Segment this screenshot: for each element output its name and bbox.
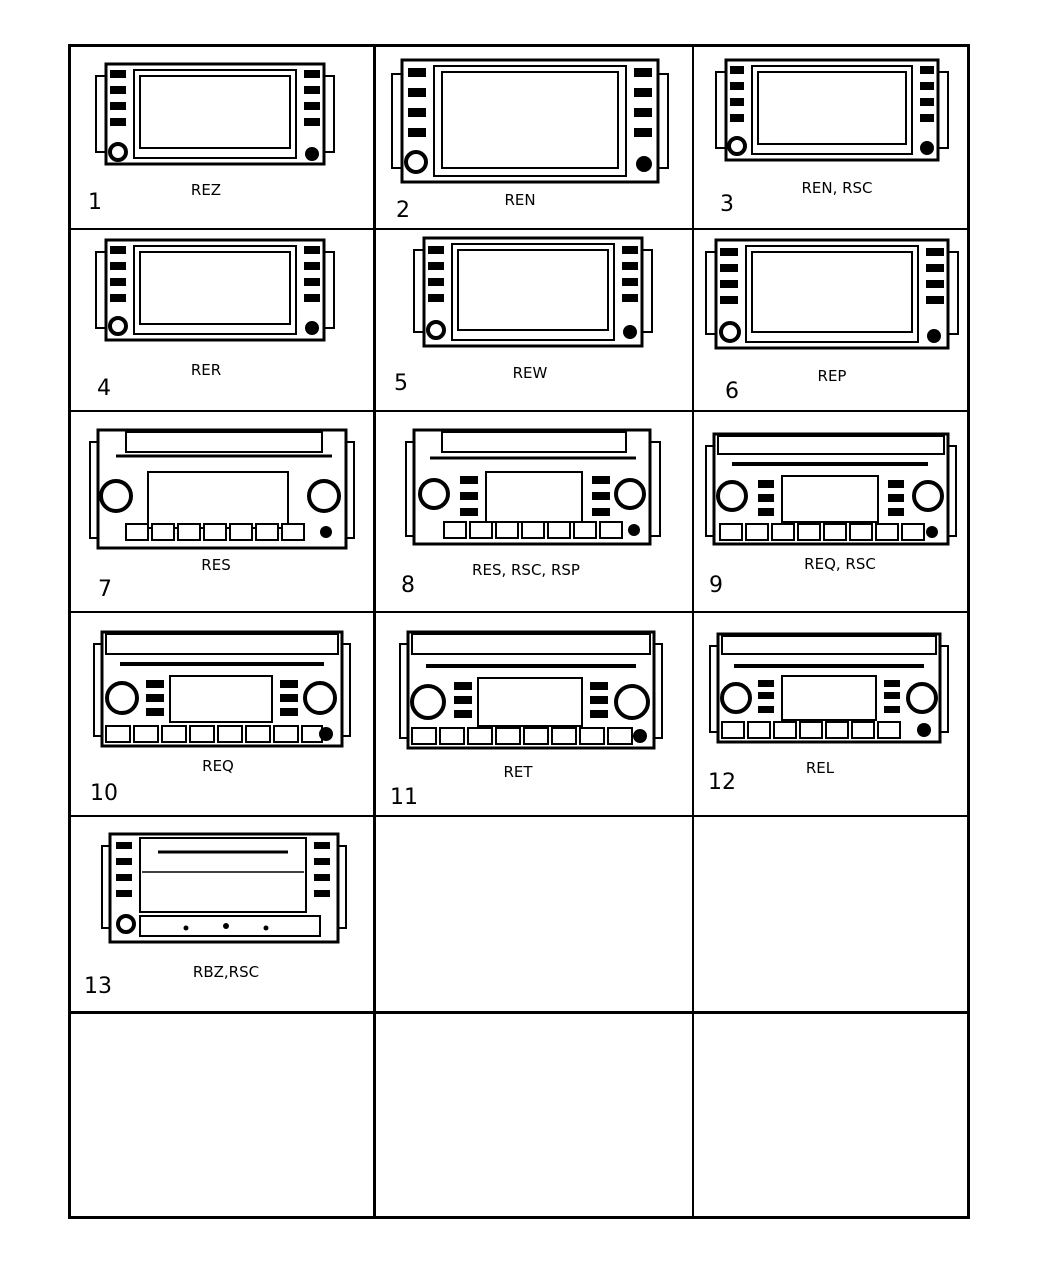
sales-code-label: RET bbox=[503, 763, 533, 781]
callout-number: 2 bbox=[396, 198, 410, 223]
callout-number: 7 bbox=[98, 577, 112, 602]
grid-divider bbox=[71, 815, 967, 817]
parts-grid bbox=[68, 44, 970, 1219]
touchscreen-radio-illustration bbox=[95, 62, 335, 166]
touchscreen-radio-illustration bbox=[705, 238, 959, 350]
sales-code-label: REW bbox=[512, 364, 548, 382]
am-fm-radio-illustration bbox=[399, 630, 663, 750]
callout-number: 4 bbox=[97, 376, 111, 401]
callout-number: 8 bbox=[401, 573, 415, 598]
grid-divider bbox=[71, 228, 967, 230]
grid-divider bbox=[71, 1011, 967, 1014]
am-fm-radio-illustration bbox=[709, 632, 949, 744]
callout-number: 3 bbox=[720, 192, 734, 217]
touchscreen-radio-illustration bbox=[101, 832, 347, 944]
callout-number: 12 bbox=[708, 770, 736, 795]
sales-code-label: RES bbox=[201, 556, 231, 574]
am-fm-radio-illustration bbox=[705, 432, 957, 546]
sales-code-label: REP bbox=[817, 367, 847, 385]
grid-divider bbox=[71, 611, 967, 613]
grid-divider bbox=[692, 47, 694, 1216]
am-fm-radio-illustration bbox=[405, 428, 661, 546]
callout-number: 6 bbox=[725, 379, 739, 404]
callout-number: 1 bbox=[88, 190, 102, 215]
sales-code-label: RER bbox=[190, 361, 222, 379]
empty-cell bbox=[378, 1014, 691, 1216]
callout-number: 10 bbox=[90, 781, 118, 806]
sales-code-label: REQ, RSC bbox=[804, 555, 876, 573]
sales-code-label: REN, RSC bbox=[801, 179, 873, 197]
callout-number: 5 bbox=[394, 371, 408, 396]
am-fm-radio-illustration bbox=[93, 630, 351, 748]
grid-divider bbox=[71, 410, 967, 412]
am-fm-radio-illustration bbox=[89, 428, 355, 550]
empty-cell bbox=[694, 1014, 968, 1216]
grid-divider bbox=[373, 47, 376, 1216]
touchscreen-radio-illustration bbox=[413, 236, 653, 348]
sales-code-label: REZ bbox=[190, 181, 222, 199]
callout-number: 13 bbox=[84, 974, 112, 999]
empty-cell bbox=[694, 815, 968, 1009]
sales-code-label: RBZ,RSC bbox=[192, 963, 260, 981]
sales-code-label: REN bbox=[504, 191, 536, 209]
empty-cell bbox=[71, 1014, 372, 1216]
sales-code-label: REQ bbox=[202, 757, 234, 775]
touchscreen-radio-illustration bbox=[391, 58, 669, 184]
callout-number: 9 bbox=[709, 573, 723, 598]
sales-code-label: RES, RSC, RSP bbox=[472, 561, 580, 579]
callout-number: 11 bbox=[390, 785, 418, 810]
empty-cell bbox=[378, 815, 691, 1009]
touchscreen-radio-illustration bbox=[95, 238, 335, 342]
touchscreen-radio-illustration bbox=[715, 58, 949, 162]
sales-code-label: REL bbox=[805, 759, 835, 777]
